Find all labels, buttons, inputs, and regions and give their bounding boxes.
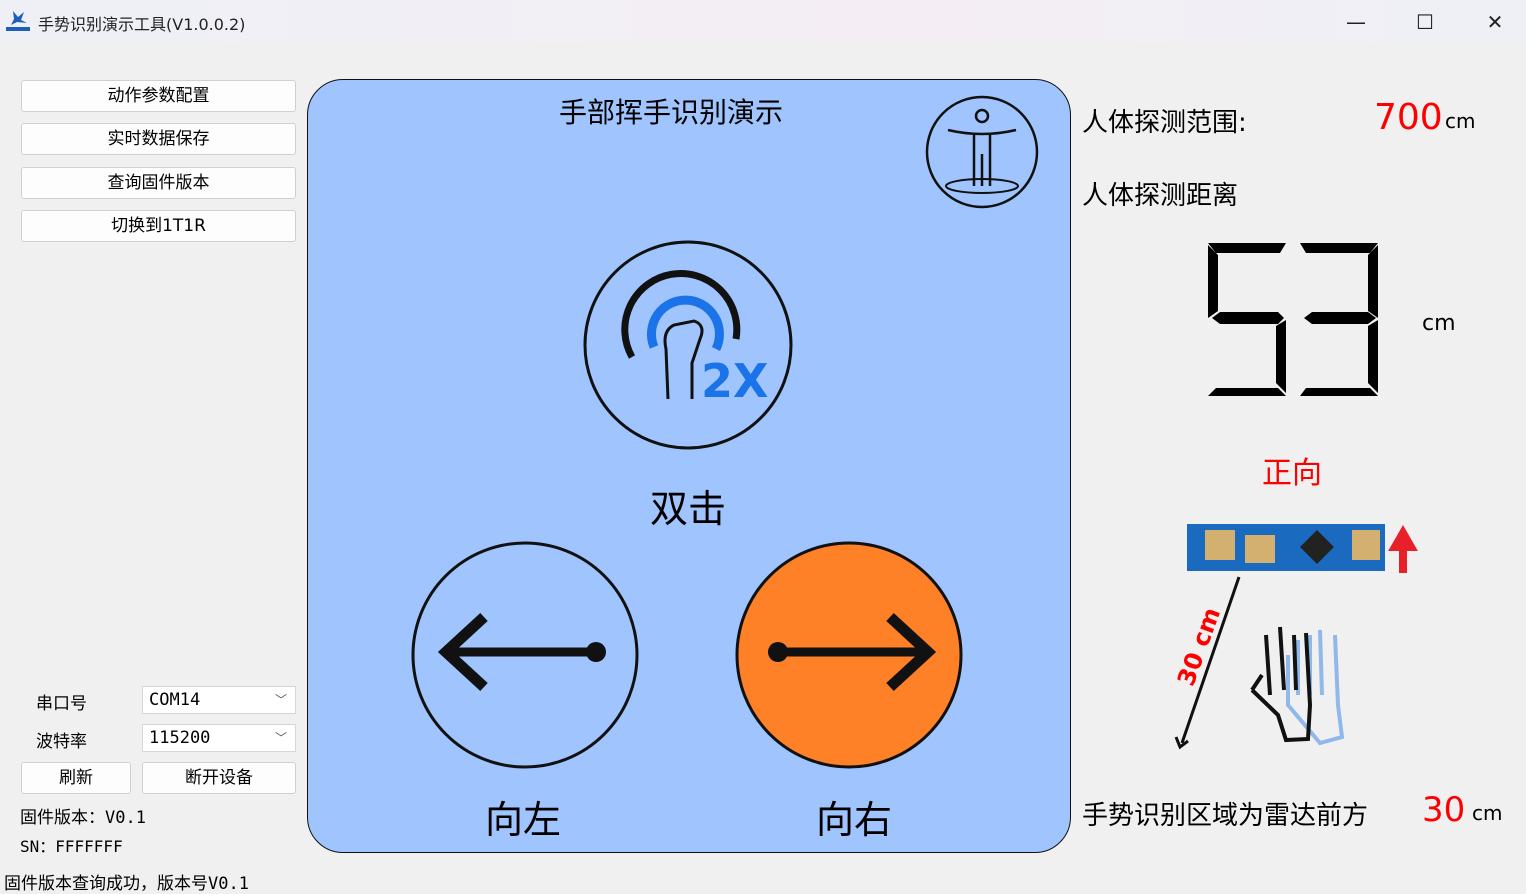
app-logo-icon (6, 11, 30, 31)
range-label: 人体探测范围: (1082, 108, 1247, 138)
disconnect-button[interactable]: 断开设备 (142, 762, 296, 794)
zone-label: 手势识别区域为雷达前方 (1082, 801, 1369, 831)
status-bar: 固件版本查询成功，版本号V0.1 (4, 874, 249, 894)
chevron-down-icon: ﹀ (274, 731, 287, 745)
baud-select[interactable]: 115200 ﹀ (142, 724, 296, 752)
serial-number: SN：FFFFFFF (20, 837, 123, 856)
swipe-left-indicator (411, 541, 639, 769)
double-tap-gesture-icon (583, 240, 793, 450)
title-bar: 手势识别演示工具(V1.0.0.2) — ☐ ✕ (0, 0, 1526, 43)
up-arrow-icon (1388, 524, 1418, 573)
digit-3 (1300, 243, 1378, 396)
baud-label: 波特率 (36, 732, 87, 752)
query-firmware-button[interactable]: 查询固件版本 (21, 167, 296, 199)
window-title: 手势识别演示工具(V1.0.0.2) (38, 15, 246, 34)
gesture-panel (307, 79, 1071, 853)
baud-value: 115200 (149, 728, 211, 748)
distance-unit: cm (1422, 311, 1456, 336)
close-button[interactable]: ✕ (1486, 10, 1504, 34)
port-label: 串口号 (36, 694, 87, 714)
panel-title: 手部挥手识别演示 (559, 96, 784, 129)
digit-5 (1208, 243, 1286, 396)
double-tap-label: 双击 (650, 487, 727, 531)
zone-value: 30 (1422, 790, 1466, 830)
switch-1t1r-button[interactable]: 切换到1T1R (21, 210, 296, 242)
save-data-button[interactable]: 实时数据保存 (21, 123, 296, 155)
radar-gesture-diagram (1174, 524, 1418, 750)
maximize-button[interactable]: ☐ (1416, 10, 1434, 34)
firmware-version: 固件版本：V0.1 (20, 808, 146, 828)
distance-seven-segment (1208, 243, 1378, 396)
port-value: COM14 (149, 690, 201, 710)
port-select[interactable]: COM14 ﹀ (142, 686, 296, 714)
chevron-down-icon: ﹀ (274, 693, 287, 707)
minimize-button[interactable]: — (1346, 10, 1366, 34)
distance-label: 人体探测距离 (1082, 181, 1239, 211)
waving-hand-icon (1250, 626, 1313, 743)
accessibility-person-icon (925, 95, 1039, 209)
right-label: 向右 (816, 798, 893, 842)
range-unit: cm (1445, 109, 1476, 133)
action-params-button[interactable]: 动作参数配置 (21, 80, 296, 112)
swipe-right-indicator (735, 541, 963, 769)
double-tap-badge: 2X (701, 354, 769, 408)
zone-unit: cm (1472, 801, 1503, 825)
direction-label: 正向 (1262, 456, 1322, 491)
refresh-button[interactable]: 刷新 (21, 762, 131, 794)
range-value: 700 (1374, 97, 1443, 138)
left-label: 向左 (485, 798, 562, 842)
